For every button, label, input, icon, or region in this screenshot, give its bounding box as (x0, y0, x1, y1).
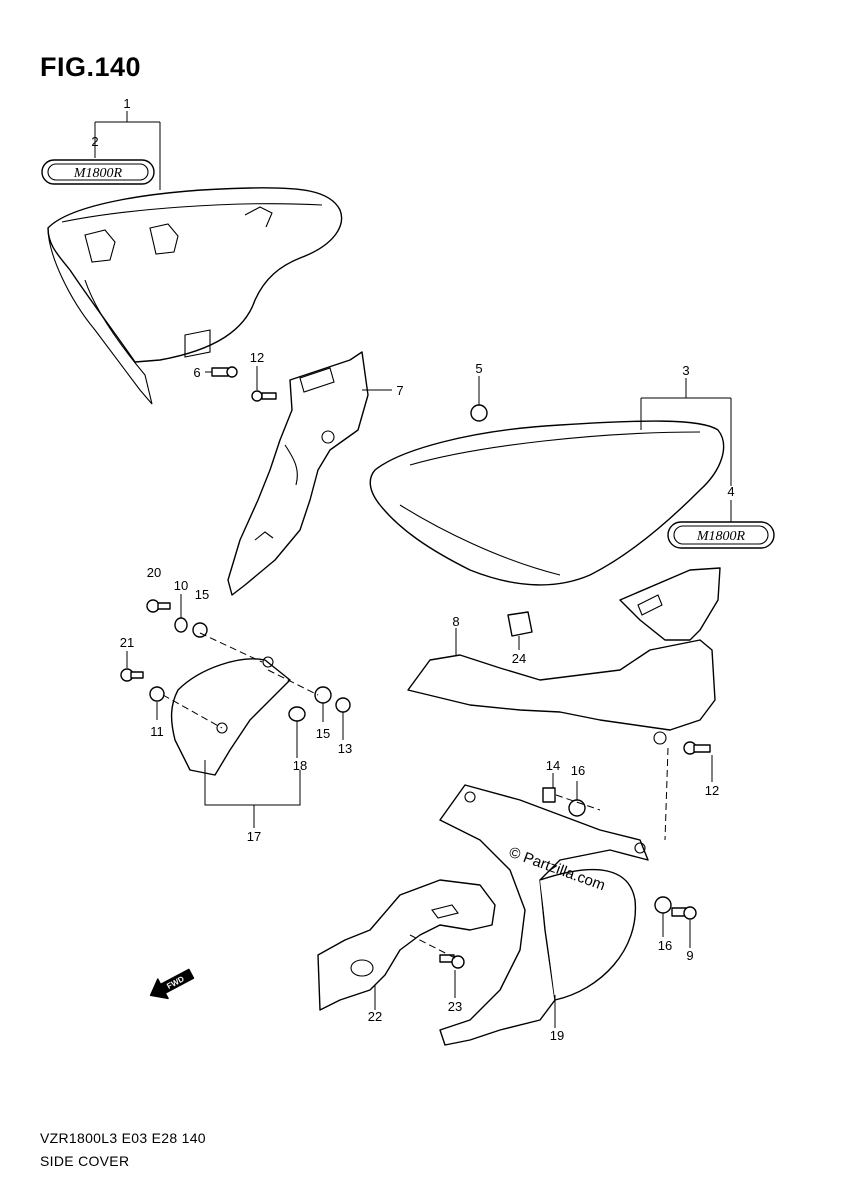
grommet-11 (149, 686, 165, 702)
fasteners (120, 366, 711, 969)
callout-23: 23 (448, 999, 462, 1014)
callout-4: 4 (727, 484, 734, 499)
callout-labels: 1 2 3 4 5 6 7 8 9 10 11 12 12 13 14 15 1… (91, 96, 734, 1043)
callout-15-upper: 15 (195, 587, 209, 602)
callout-10: 10 (174, 578, 188, 593)
callout-11: 11 (150, 724, 164, 739)
grommet-5 (470, 404, 488, 422)
bolt-20 (146, 599, 171, 613)
right-emblem-text: M1800R (696, 529, 746, 544)
bolt-23 (439, 954, 465, 969)
callout-16-upper: 16 (571, 763, 585, 778)
right-cover-bracket[interactable] (407, 567, 721, 745)
callout-12-lower: 12 (705, 783, 719, 798)
callout-7: 7 (396, 383, 403, 398)
callout-13: 13 (338, 741, 352, 756)
callout-15-lower: 15 (316, 726, 330, 741)
callout-20: 20 (147, 565, 161, 580)
washer-10 (174, 617, 188, 633)
bolt-12-lower (683, 741, 711, 755)
bolt-12-upper (251, 390, 277, 402)
callout-9: 9 (686, 948, 693, 963)
diagram-code: VZR1800L3 E03 E28 140 (40, 1130, 206, 1146)
callout-2: 2 (91, 134, 98, 149)
washer-18 (288, 706, 306, 722)
bolt-21 (120, 668, 144, 682)
lower-mounting-bracket[interactable] (439, 784, 649, 1046)
callout-6: 6 (193, 365, 200, 380)
forward-direction-arrow: FWD (149, 968, 195, 1000)
right-side-cover[interactable] (369, 420, 725, 586)
screw-6 (211, 366, 238, 378)
callout-16-lower: 16 (658, 938, 672, 953)
callout-1: 1 (123, 96, 130, 111)
mounting-plate[interactable] (317, 879, 496, 1011)
nut-13 (335, 697, 351, 713)
callout-18: 18 (293, 758, 307, 773)
left-side-cover[interactable] (47, 187, 343, 405)
left-lower-cover[interactable] (170, 656, 291, 776)
callout-5: 5 (475, 361, 482, 376)
diagram-name: SIDE COVER (40, 1153, 130, 1169)
left-cover-bracket[interactable] (227, 351, 369, 596)
figure-title: FIG.140 (40, 52, 142, 82)
bolt-9 (671, 906, 697, 920)
left-emblem-text: M1800R (73, 166, 123, 181)
callout-19: 19 (550, 1028, 564, 1043)
leader-lines (94, 111, 732, 1028)
grommet-16-lower (654, 896, 672, 914)
right-emblem[interactable]: M1800R (667, 521, 775, 549)
bolt-14 (542, 787, 556, 803)
callout-21: 21 (120, 635, 134, 650)
callout-24: 24 (512, 651, 526, 666)
left-emblem[interactable]: M1800R (41, 159, 155, 185)
grommet-15-upper (192, 622, 208, 638)
callout-3: 3 (682, 363, 689, 378)
callout-17: 17 (247, 829, 261, 844)
callout-14: 14 (546, 758, 560, 773)
callout-22: 22 (368, 1009, 382, 1024)
callout-12-upper: 12 (250, 350, 264, 365)
cushion-pad[interactable] (507, 611, 533, 637)
callout-8: 8 (452, 614, 459, 629)
